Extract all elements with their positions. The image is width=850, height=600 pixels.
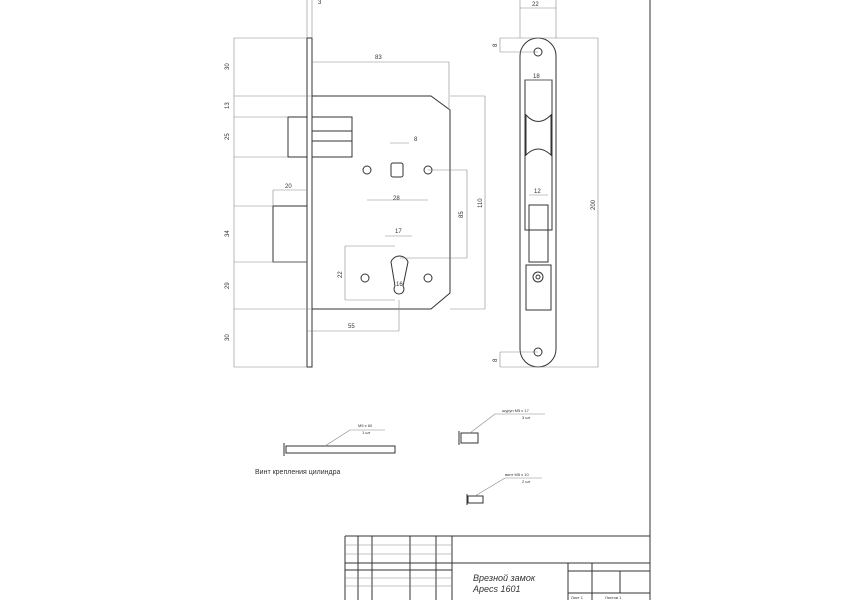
sheet-count: Листов 1 <box>605 595 622 600</box>
dim-label: 8 <box>493 358 499 362</box>
drawing-model: Apecs 1601 <box>472 584 521 594</box>
screw-hole <box>360 273 370 283</box>
dim-label: 8 <box>414 137 418 143</box>
dim-label: 25 <box>225 133 231 140</box>
dim-label: 8 <box>493 43 499 47</box>
title-block: Врезной замок Apecs 1601 Лист 1 Листов 1 <box>344 535 650 600</box>
part-qty: 3 шт <box>522 415 531 420</box>
dim-label: 30 <box>225 63 231 70</box>
drawing-title: Врезной замок <box>473 573 536 583</box>
latch-head <box>287 116 308 158</box>
lock-side-view: 3 30 13 25 34 29 30 83 8 28 20 110 85 17… <box>225 0 486 368</box>
lock-body <box>312 95 451 310</box>
dim-label: 30 <box>225 334 231 341</box>
cylinder-screw <box>285 445 396 454</box>
screw-hole <box>423 273 433 283</box>
dim-label: 110 <box>478 198 484 208</box>
dim-label: 3 <box>318 0 322 6</box>
bolt-window <box>528 204 549 263</box>
sheet-number: Лист 1 <box>571 595 584 600</box>
dim-label: 200 <box>591 199 597 210</box>
latch-tail <box>311 116 353 158</box>
screw-a <box>460 432 479 444</box>
dim-label: 22 <box>338 271 344 278</box>
dim-label: 18 <box>533 74 540 80</box>
part-label: винт M5 x 10 <box>505 472 530 477</box>
dim-label: 29 <box>225 282 231 289</box>
part-caption: Винт крепления цилиндра <box>255 469 340 476</box>
dim-label: 55 <box>348 324 355 330</box>
screw-b <box>467 495 484 504</box>
dim-label: 20 <box>285 184 292 190</box>
part-label: M5 x 60 <box>358 423 373 428</box>
part-qty: 2 шт <box>522 479 531 484</box>
faceplate-side <box>306 37 313 368</box>
dim-label: 13 <box>225 102 231 109</box>
latch-face <box>525 113 552 157</box>
part-label: шуруп M5 x 17 <box>502 408 530 413</box>
part-qty: 1 шт <box>362 430 371 435</box>
deadbolt <box>272 205 308 263</box>
faceplate-front-view: 22 8 18 12 200 8 <box>493 0 599 368</box>
dim-label: 22 <box>532 2 539 8</box>
dim-label: 83 <box>375 55 382 61</box>
cylinder-profile <box>390 255 409 295</box>
dim-label: 85 <box>459 211 465 218</box>
dim-label: 12 <box>534 189 541 195</box>
dim-label: 16 <box>396 282 403 288</box>
screw-hole <box>362 165 372 175</box>
fasteners: M5 x 60 1 шт Винт крепления цилиндра шур… <box>255 408 545 505</box>
dim-label: 17 <box>395 229 402 235</box>
dim-label: 34 <box>225 230 231 237</box>
dim-label: 28 <box>393 196 400 202</box>
spindle-square <box>390 162 404 178</box>
